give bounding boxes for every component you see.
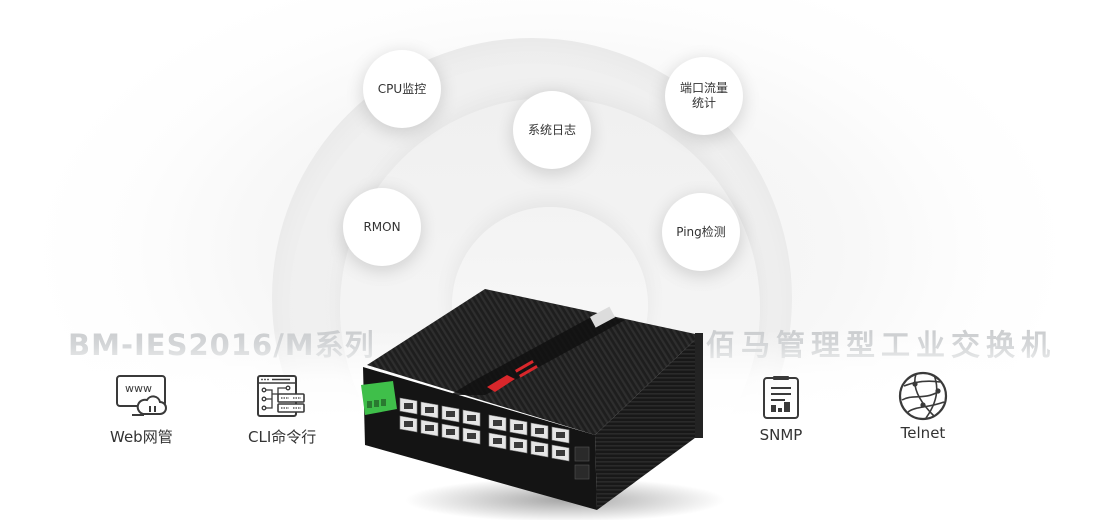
product-series-heading: BM-IES2016/M系列 [68,322,375,364]
mgmt-label: SNMP [759,426,803,444]
feature-label: RMON [363,219,401,234]
feature-label: 系统日志 [527,122,576,137]
feature-bubble-rmon[interactable]: RMON [343,188,421,266]
mgmt-telnet[interactable]: Telnet [896,370,950,442]
mgmt-web[interactable]: www Web网管 [110,374,173,447]
mgmt-label: CLI命令行 [248,428,317,446]
product-title-heading: 佰马管理型工业交换机 [706,322,1056,364]
web-monitor-cloud-icon: www [116,375,168,416]
feature-label: Ping检测 [676,224,726,239]
mgmt-label: Telnet [900,424,946,442]
feature-bubble-cpu-monitor[interactable]: CPU监控 [363,50,441,128]
feature-bubble-port-traffic[interactable]: 端口流量 统计 [665,57,743,135]
mgmt-snmp[interactable]: SNMP [757,374,805,444]
telnet-globe-network-icon [898,371,948,421]
feature-label: CPU监控 [377,81,427,96]
svg-text:www: www [125,382,152,395]
feature-label-line2: 统计 [691,96,716,110]
feature-bubble-ping[interactable]: Ping检测 [662,193,740,271]
mgmt-label: Web网管 [110,428,173,446]
feature-label-line1: 端口流量 [679,81,728,95]
cli-terminal-server-icon [257,375,305,417]
mgmt-cli[interactable]: CLI命令行 [248,374,316,447]
industrial-switch-product-image [361,289,725,520]
feature-bubble-system-log[interactable]: 系统日志 [513,91,591,169]
snmp-clipboard-chart-icon [763,376,799,419]
